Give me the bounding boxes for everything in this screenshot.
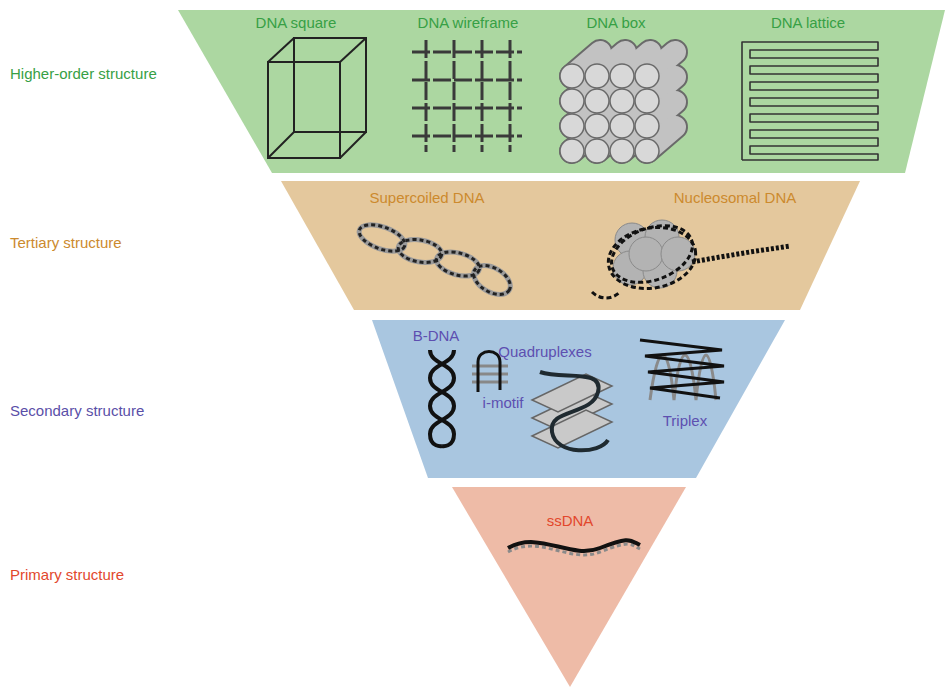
structure-band: Primary structure ssDNA [0,487,945,687]
structure-label: Quadruplexes [498,343,591,360]
structure-label: ssDNA [547,512,594,529]
structure-label: B-DNA [413,327,460,344]
text-holder: DNA wireframe [418,14,519,32]
band-shape [0,487,945,687]
text-holder: Nucleosomal DNA [674,189,797,207]
band-fill [452,487,686,687]
band-fill [372,320,785,478]
text-holder: Primary structure [10,566,124,584]
structure-label: Nucleosomal DNA [674,189,797,206]
structure-label: DNA box [586,14,645,31]
band-fill [281,181,860,310]
text-holder: B-DNA [413,327,460,345]
structure-label: i-motif [483,394,524,411]
text-holder: ssDNA [547,512,594,530]
structure-label: DNA lattice [771,14,845,31]
level-heading: Primary structure [10,566,124,583]
level-heading: Secondary structure [10,402,144,419]
level-heading: Tertiary structure [10,234,122,251]
structure-label: DNA wireframe [418,14,519,31]
structure-band: Tertiary structure Supercoiled DNA Nucleos… [0,181,945,310]
band-shape [0,10,945,173]
text-holder: DNA square [256,14,337,32]
text-holder: Triplex [663,412,707,430]
structure-label: DNA square [256,14,337,31]
structure-label: Triplex [663,412,707,429]
structure-band: Secondary structure B-DNA i-motif Quadruple… [0,320,945,478]
band-shape [0,320,945,478]
level-heading: Higher-order structure [10,65,157,82]
text-holder: Supercoiled DNA [369,189,484,207]
text-holder: i-motif [483,394,524,412]
band-fill [178,10,945,173]
text-holder: Higher-order structure [10,65,157,83]
dna-box [560,52,675,163]
structure-band: Higher-order structure DNA square DNA wire… [0,10,945,173]
text-holder: Secondary structure [10,402,144,420]
text-holder: DNA lattice [771,14,845,32]
text-holder: Tertiary structure [10,234,122,252]
structure-label: Supercoiled DNA [369,189,484,206]
text-holder: Quadruplexes [498,343,591,361]
text-holder: DNA box [586,14,645,32]
